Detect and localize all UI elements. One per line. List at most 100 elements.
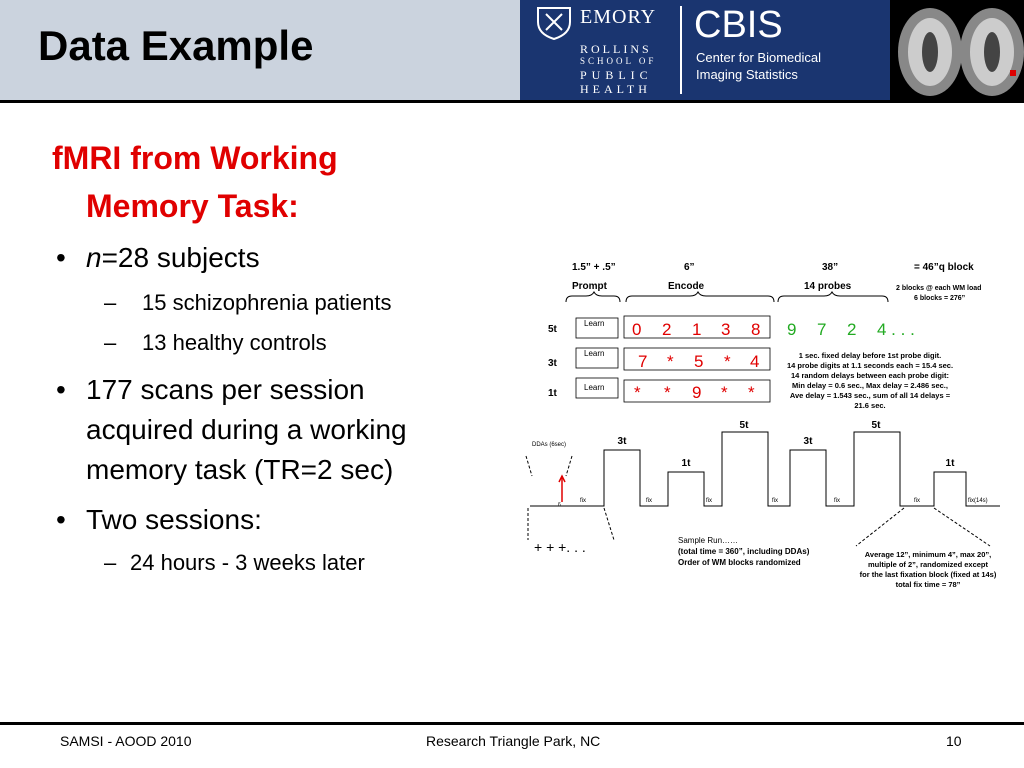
probe-label: 14 probes <box>804 281 852 292</box>
block-5t: 5t <box>872 420 882 431</box>
digit: * <box>724 352 731 371</box>
probe-note-2: 14 probe digits at 1.1 seconds each = 15… <box>787 361 953 370</box>
probe-note-5: Ave delay = 1.543 sec., sum of all 14 de… <box>790 391 951 400</box>
block-note-2: 6 blocks = 276” <box>914 295 965 302</box>
encode-box-1t <box>623 379 771 403</box>
block-3t: 3t <box>804 436 814 447</box>
block-label: = 46”q block <box>914 262 974 273</box>
block-3t: 3t <box>618 436 628 447</box>
fix-last-label: fix(14s) <box>968 498 988 504</box>
probe-digit: 4 . . . <box>877 320 915 339</box>
dda-dash-right <box>565 455 573 477</box>
fix-label: fix <box>646 498 652 504</box>
dash-marker: – <box>104 550 117 575</box>
header-rule <box>0 100 1024 103</box>
dda-dash-left <box>525 455 533 477</box>
subjects-text: =28 subjects <box>101 242 260 273</box>
probe-note-1: 1 sec. fixed delay before 1st probe digi… <box>799 351 942 360</box>
row-label-5t: 5t <box>548 324 558 335</box>
probe-brace <box>777 290 889 303</box>
page-number: 10 <box>946 733 962 749</box>
sub-schizophrenia: 15 schizophrenia patients <box>142 290 392 315</box>
cbis-wordmark: CBIS <box>694 4 783 46</box>
slide-title: Data Example <box>38 22 314 69</box>
avg-note-4: total fix time = 78” <box>896 580 961 589</box>
bullet-scans-3: memory task (TR=2 sec) <box>86 454 394 485</box>
avg-note-3: for the last fixation block (fixed at 14… <box>860 570 997 579</box>
avg-note-2: multiple of 2”, randomized except <box>868 560 989 569</box>
digit: * <box>667 352 674 371</box>
digit: 9 <box>692 383 701 402</box>
ddas-label: DDAs (6sec) <box>532 442 566 448</box>
bullet-scans-1: 177 scans per session <box>86 374 365 405</box>
footer-left: SAMSI - AOOD 2010 <box>60 733 192 749</box>
digit: * <box>634 383 641 402</box>
rollins-line-4: HEALTH <box>580 82 651 96</box>
title-bar: Data Example <box>0 0 520 100</box>
encode-box-5t <box>623 315 771 339</box>
digit: 5 <box>694 352 703 371</box>
fix-zoom-right <box>603 507 615 541</box>
fix-label: fix <box>772 498 778 504</box>
bullet-marker: • <box>56 504 66 535</box>
block-waveform <box>530 431 1000 507</box>
bullet-scans-2: acquired during a working <box>86 414 407 445</box>
avg-zoom-left <box>855 507 905 547</box>
digit: 4 <box>750 352 759 371</box>
encode-box-3t <box>623 347 771 371</box>
slide-header: Data Example EMORY ROLLINS SCHOOL OF PUB… <box>0 0 1024 103</box>
row-label-1t: 1t <box>548 388 558 399</box>
block-note-1: 2 blocks @ each WM load <box>896 285 981 292</box>
probe-note-4: Min delay = 0.6 sec., Max delay = 2.486 … <box>792 381 948 390</box>
cbis-subtitle-1: Center for Biomedical <box>696 50 821 65</box>
digit: * <box>721 383 728 402</box>
sub-controls: 13 healthy controls <box>142 330 327 355</box>
fix-label: fix <box>914 498 920 504</box>
emory-shield-icon <box>537 7 571 40</box>
sample-run-2: (total time = 360”, including DDAs) <box>678 547 810 556</box>
rollins-line-2: SCHOOL OF <box>580 56 657 66</box>
bullet-marker: • <box>56 374 66 405</box>
digit: 7 <box>638 352 647 371</box>
sample-run-1: Sample Run…… <box>678 536 738 545</box>
learn-1t: Learn <box>584 383 604 392</box>
footer-rule <box>0 722 1024 725</box>
row-label-3t: 3t <box>548 358 558 369</box>
six-label: 6 <box>558 502 561 508</box>
brain-scan-image <box>890 0 1024 100</box>
emory-logo: EMORY ROLLINS SCHOOL OF PUBLIC HEALTH <box>520 0 680 100</box>
digit: 0 <box>632 320 641 339</box>
block-5t: 5t <box>740 420 750 431</box>
fixation-plus: + + +. . . <box>534 539 586 555</box>
arrow-head-icon <box>558 474 566 483</box>
digit: 2 <box>662 320 671 339</box>
learn-box-3t <box>575 347 619 369</box>
dash-marker: – <box>104 290 117 315</box>
fix-label: fix <box>706 498 712 504</box>
encode-time: 6” <box>684 262 695 273</box>
heading-line-2: Memory Task: <box>86 188 299 224</box>
learn-box-1t <box>575 377 619 399</box>
digit: * <box>664 383 671 402</box>
avg-note-1: Average 12”, minimum 4”, max 20”, <box>865 550 991 559</box>
fix-label: fix <box>580 498 586 504</box>
bullet-subjects: n=28 subjects <box>86 242 260 274</box>
probe-digit: 7 <box>817 320 826 339</box>
n-italic: n <box>86 242 102 273</box>
probe-digit: 2 <box>847 320 856 339</box>
footer-center: Research Triangle Park, NC <box>426 733 601 749</box>
cbis-logo: CBIS Center for Biomedical Imaging Stati… <box>680 0 890 100</box>
bullet-marker: • <box>56 242 66 273</box>
bullet-sessions: Two sessions: <box>86 504 262 535</box>
learn-5t: Learn <box>584 319 604 328</box>
fix-label: fix <box>834 498 840 504</box>
block-1t: 1t <box>682 458 692 469</box>
prompt-label: Prompt <box>572 281 608 292</box>
emory-wordmark: EMORY <box>580 6 657 28</box>
block-1t: 1t <box>946 458 956 469</box>
sub-hours: 24 hours - 3 weeks later <box>130 550 365 575</box>
encode-brace <box>625 290 775 303</box>
digit: * <box>748 383 755 402</box>
sample-run-3: Order of WM blocks randomized <box>678 558 801 567</box>
